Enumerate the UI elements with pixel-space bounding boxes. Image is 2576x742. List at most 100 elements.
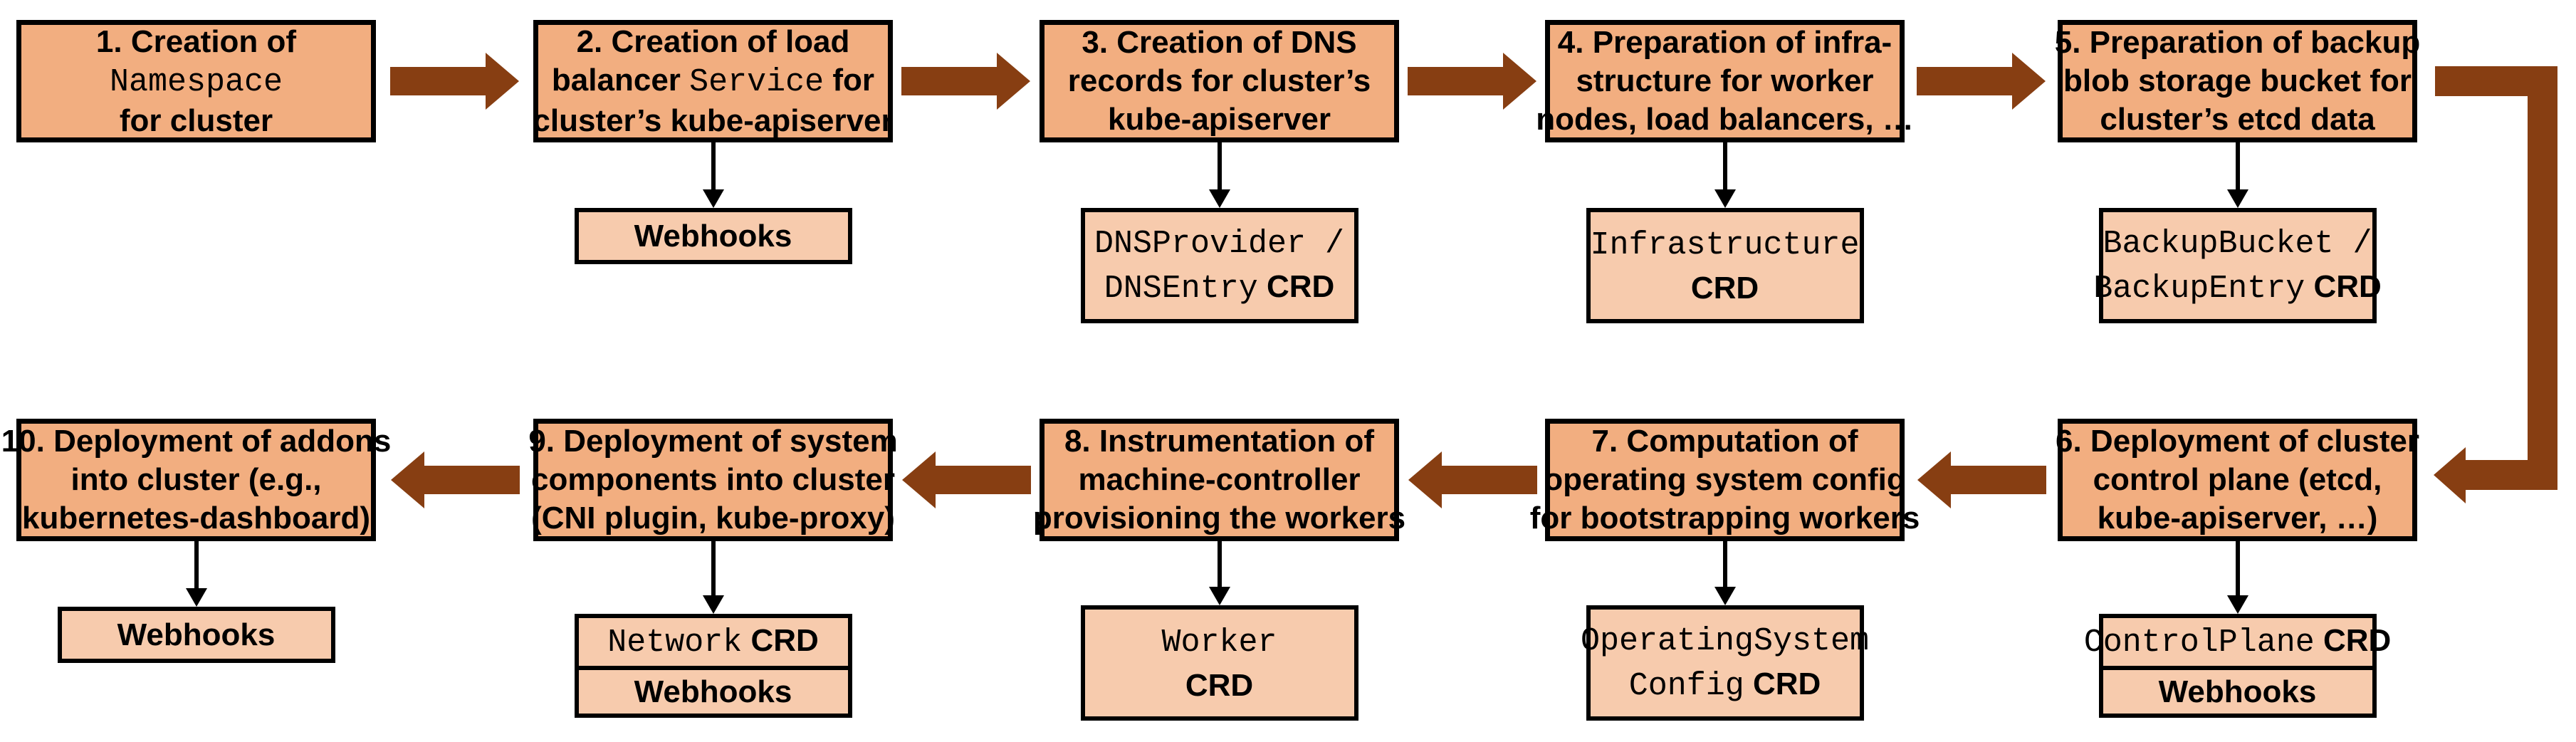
text-line: 2. Creation of load (577, 23, 850, 61)
right-arrow-icon (1916, 53, 2046, 110)
sub-box-stack-step-3: DNSProvider / DNSEntry CRD (1080, 208, 1358, 323)
step-box-4: 4. Preparation of infra-structure for wo… (1536, 20, 1914, 142)
crd-connector-arrowhead-step-4 (1714, 189, 1736, 208)
sub-box-stack-step-9: Network CRD Webhooks (574, 614, 852, 718)
code-text: DNSProvider / (1094, 226, 1345, 262)
flow-arrow-4-to-5 (1916, 52, 2046, 110)
label-text: records for cluster’s (1067, 63, 1371, 98)
label-text: (CNI plugin, kube-proxy) (531, 501, 895, 535)
code-text: DNSEntry (1104, 271, 1258, 307)
sub-box-stack-step-5: BackupBucket /BackupEntry CRD (2093, 208, 2382, 323)
text-line: 1. Creation of (96, 23, 296, 61)
text-line: kubernetes-dashboard) (22, 499, 370, 538)
sub-box-stack-step-10: Webhooks (57, 607, 335, 663)
label-text: cluster’s kube-apiserver (533, 103, 894, 138)
text-line: for cluster (120, 102, 273, 140)
label-text: 3. Creation of DNS (1082, 25, 1357, 60)
label-text: for (824, 62, 875, 98)
label-text: Webhooks (2158, 674, 2317, 709)
label-text: operating system config (1544, 462, 1906, 497)
label-text: kube-apiserver, …) (2097, 501, 2378, 535)
label-text: 5. Preparation of backup (2054, 25, 2421, 60)
flow-arrow-1-to-2 (389, 52, 520, 110)
label-text: components into cluster (531, 462, 895, 497)
label-text: kubernetes-dashboard) (22, 501, 370, 535)
text-line: blob storage bucket for (2063, 62, 2412, 100)
text-line: structure for worker (1576, 62, 1873, 100)
label-text: for cluster (119, 103, 273, 138)
code-text: BackupEntry (2093, 271, 2305, 307)
text-line: ControlPlane CRD (2084, 620, 2392, 664)
sub-box-step-3-0: DNSProvider / DNSEntry CRD (1085, 212, 1354, 319)
text-line: 10. Deployment of addons (1, 422, 392, 461)
code-text: ControlPlane (2083, 625, 2315, 661)
label-text: balancer (551, 62, 690, 98)
label-text: CRD (1257, 269, 1335, 304)
text-line: BackupEntry CRD (2093, 266, 2382, 310)
sub-box-step-9-0: Network CRD (579, 618, 848, 666)
text-line: cluster’s etcd data (2100, 100, 2375, 139)
text-line: 3. Creation of DNS (1082, 23, 1356, 62)
text-line: into cluster (e.g., (70, 461, 321, 499)
crd-connector-line-step-4 (1722, 142, 1727, 191)
label-text: machine-controller (1078, 462, 1361, 497)
text-line: Network CRD (607, 620, 819, 664)
text-line: CRD (1185, 664, 1253, 707)
text-line: DNSProvider / (1094, 221, 1344, 266)
text-line: kube-apiserver, …) (2098, 499, 2378, 538)
text-line: nodes, load balancers, … (1536, 100, 1914, 139)
left-arrow-icon (902, 451, 1031, 508)
text-line: Worker (1161, 620, 1277, 664)
text-line: balancer Service for (552, 61, 874, 102)
text-line: Webhooks (634, 671, 792, 714)
flow-arrow-3-to-4 (1407, 52, 1537, 110)
crd-connector-arrowhead-step-2 (702, 189, 724, 208)
sub-box-stack-step-6: ControlPlane CRD Webhooks (2084, 614, 2391, 718)
text-line: 8. Instrumentation of (1064, 422, 1374, 461)
crd-connector-line-step-5 (2235, 142, 2240, 191)
label-text: 9. Deployment of system (528, 424, 898, 459)
text-line: BackupBucket / (2103, 221, 2372, 266)
text-line: for bootstrapping workers (1530, 499, 1920, 538)
flow-arrow-2-to-3 (901, 52, 1031, 110)
text-line: cluster’s kube-apiserver (533, 102, 893, 140)
sub-box-stack-step-2: Webhooks (574, 208, 852, 264)
code-text: Service (689, 63, 824, 100)
label-text: 4. Preparation of infra- (1557, 25, 1892, 60)
sub-box-step-6-1: Webhooks (2103, 666, 2372, 714)
text-line: 5. Preparation of backup (2055, 23, 2420, 62)
text-line: 4. Preparation of infra- (1558, 23, 1892, 62)
right-arrow-icon (389, 53, 519, 110)
text-line: CRD (1691, 267, 1759, 310)
sub-box-step-5-0: BackupBucket /BackupEntry CRD (2093, 212, 2382, 319)
crd-connector-line-step-8 (1217, 541, 1222, 588)
text-line: kube-apiserver (1108, 100, 1331, 139)
label-text: cluster’s etcd data (2100, 102, 2375, 137)
text-line: operating system config (1544, 461, 1906, 499)
label-text: Webhooks (634, 218, 792, 254)
left-arrow-icon (1917, 451, 2046, 508)
left-arrow-icon (1408, 451, 1537, 508)
text-line: 6. Deployment of cluster (2056, 422, 2419, 461)
flow-arrow-8-to-9 (901, 451, 1031, 509)
sub-box-step-9-1: Webhooks (578, 666, 848, 714)
label-text: kube-apiserver (1107, 102, 1331, 137)
label-text: Webhooks (634, 674, 792, 709)
crd-connector-arrowhead-step-8 (1208, 587, 1230, 605)
crd-connector-arrowhead-step-5 (2226, 189, 2248, 208)
text-line: Infrastructure (1590, 222, 1859, 267)
crd-connector-line-step-10 (194, 541, 199, 590)
sub-box-step-10-0: Webhooks (62, 611, 331, 659)
